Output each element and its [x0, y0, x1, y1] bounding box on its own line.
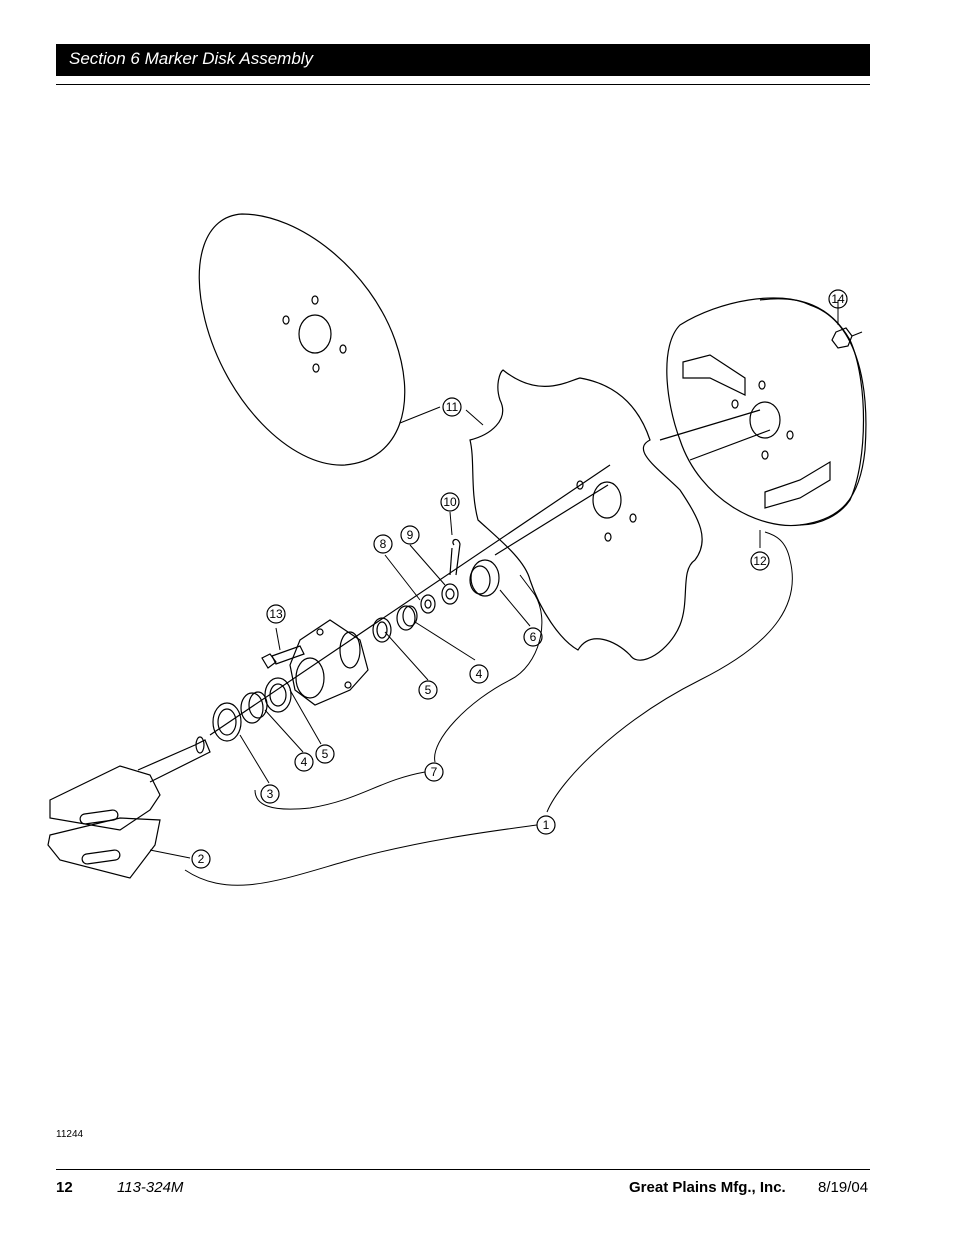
part-seal-left [212, 702, 242, 742]
svg-text:13: 13 [269, 607, 283, 621]
leader-lines [149, 300, 839, 886]
svg-text:2: 2 [198, 852, 205, 866]
part-washer [420, 594, 436, 614]
callout-12: 12 [750, 551, 770, 571]
svg-text:7: 7 [431, 765, 438, 779]
svg-text:9: 9 [407, 528, 414, 542]
callout-3: 3 [260, 784, 280, 804]
part-nut [831, 327, 863, 349]
svg-text:4: 4 [476, 667, 483, 681]
part-bolt [261, 645, 305, 669]
svg-text:10: 10 [443, 495, 457, 509]
svg-text:1: 1 [543, 818, 550, 832]
part-notched-disk [469, 369, 703, 661]
footer-divider [56, 1169, 870, 1170]
page-number: 12 [56, 1179, 73, 1196]
part-bearing-cone-right [396, 605, 418, 631]
callout-13: 13 [266, 604, 286, 624]
svg-text:4: 4 [301, 755, 308, 769]
part-spindle-mount [47, 736, 211, 879]
part-cotter-pin [449, 538, 461, 576]
svg-text:11: 11 [446, 400, 459, 414]
section-title: Section 6 Marker Disk Assembly [69, 49, 314, 68]
part-hub [289, 619, 369, 706]
callout-10: 10 [440, 492, 460, 512]
svg-text:3: 3 [267, 787, 274, 801]
callout-6: 6 [523, 627, 543, 647]
svg-text:12: 12 [753, 554, 767, 568]
callout-8: 8 [373, 534, 393, 554]
callout-1: 1 [536, 815, 556, 835]
svg-text:6: 6 [530, 630, 537, 644]
part-bearing-cup-right [372, 617, 392, 643]
section-header-bar: Section 6 Marker Disk Assembly [56, 44, 870, 76]
company-name: Great Plains Mfg., Inc. [629, 1179, 786, 1196]
revision-date: 8/19/04 [818, 1179, 869, 1196]
part-flat-disk [198, 213, 406, 466]
callout-5-left: 5 [315, 744, 335, 764]
svg-text:5: 5 [425, 683, 432, 697]
callout-7: 7 [424, 762, 444, 782]
callout-2: 2 [191, 849, 211, 869]
callout-4-right: 4 [469, 664, 489, 684]
part-castle-nut [441, 583, 459, 605]
callout-4-left: 4 [294, 752, 314, 772]
svg-text:5: 5 [322, 747, 329, 761]
part-dust-cap [469, 559, 500, 597]
callout-14: 14 [828, 289, 848, 309]
callout-11: 11 [442, 397, 462, 417]
document-number: 113-324M [117, 1179, 184, 1196]
callout-9: 9 [400, 525, 420, 545]
svg-text:14: 14 [831, 292, 845, 306]
callout-5-right: 5 [418, 680, 438, 700]
figure-number: 11244 [56, 1129, 84, 1140]
svg-text:8: 8 [380, 537, 387, 551]
part-drum-wheel [659, 297, 867, 527]
part-bearing-cone-left [240, 691, 268, 724]
header-divider [56, 84, 870, 85]
